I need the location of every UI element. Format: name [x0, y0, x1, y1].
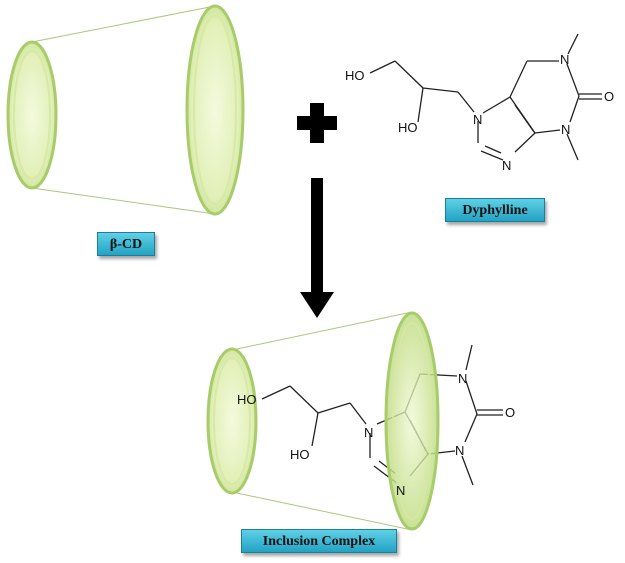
complex-dyphylline-structure — [261, 344, 503, 486]
dyp-ho-lower: HO — [398, 120, 418, 135]
cx-n9: N — [396, 483, 405, 498]
cx-n1: N — [458, 371, 467, 386]
complex-cone — [206, 311, 413, 531]
cx-ho-upper: HO — [237, 392, 257, 407]
cx-n3: N — [455, 443, 464, 458]
cx-o: O — [505, 405, 515, 420]
plus-icon — [297, 103, 337, 143]
dyphylline-structure — [369, 33, 602, 161]
complex-small-rim — [206, 347, 258, 495]
beta-cd-cone — [6, 4, 245, 216]
dyp-ho-upper: HO — [345, 68, 365, 83]
complex-large-rim-group — [384, 311, 440, 531]
beta-cd-large-rim — [185, 4, 245, 216]
dyp-n9: N — [502, 158, 511, 173]
inclusion-complex-label: Inclusion Complex — [241, 529, 397, 553]
dyp-n7: N — [473, 112, 482, 127]
dyp-o: O — [604, 89, 614, 104]
dyp-n1: N — [560, 52, 569, 67]
dyphylline-label: Dyphylline — [445, 198, 545, 222]
arrow-down-icon — [300, 178, 334, 318]
dyp-n3: N — [561, 122, 570, 137]
beta-cd-small-rim — [6, 40, 58, 190]
cx-n7: N — [364, 425, 373, 440]
cx-ho-lower: HO — [290, 447, 310, 462]
beta-cd-label: β-CD — [97, 232, 155, 256]
complex-large-rim — [384, 311, 440, 531]
